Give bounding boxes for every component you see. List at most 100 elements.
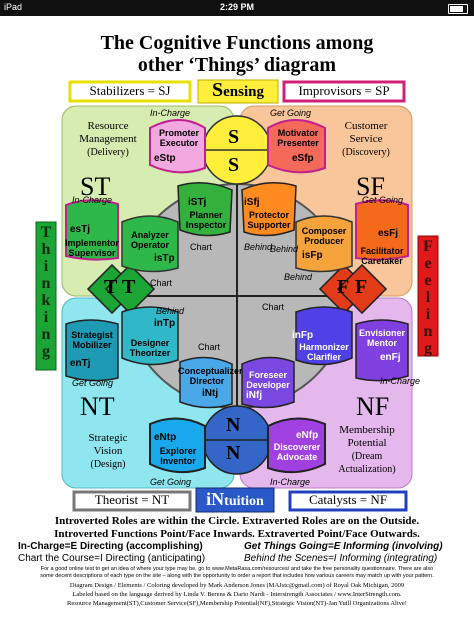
code-intj: iNtj xyxy=(202,388,219,399)
in-charge-tag-right: In-Charge xyxy=(380,376,421,386)
sensing-letter-outer: S xyxy=(228,126,240,148)
code-entp: eNtp xyxy=(154,432,177,443)
status-bar: iPad 2:29 PM xyxy=(0,0,474,16)
in-charge-tag-left: In-Charge xyxy=(72,195,113,205)
footer-fine3: Diagram Design / Elements / Coloring dev… xyxy=(69,582,405,589)
footer-line3a: In-Charge=E Directing (accomplishing) xyxy=(18,541,203,552)
footer-fine1: For a good online test to get an idea of… xyxy=(40,566,434,572)
code-esfj: esFj xyxy=(378,228,399,239)
theorist-label: Theorist = NT xyxy=(94,492,170,507)
nf-big-label: NF xyxy=(356,392,390,421)
feeling-diamond-outer xyxy=(336,263,388,315)
get-going-tag-right: Get Going xyxy=(362,195,404,205)
behind-tag-upper-right: Behind xyxy=(270,244,299,254)
intuition-letter-outer: N xyxy=(226,442,241,464)
petal-facilitator xyxy=(355,199,409,261)
stabilizers-label: Stabilizers = SJ xyxy=(89,83,171,98)
code-infj: iNfj xyxy=(246,390,263,401)
petal-implementor xyxy=(65,199,119,261)
intuition-box xyxy=(195,487,275,513)
improvisors-label: Improvisors = SP xyxy=(298,83,390,98)
footer-fine5: Resource Management(ST),Customer Service… xyxy=(67,600,407,607)
feeling-letter-outer: F xyxy=(355,276,368,298)
chart-tag-left: Chart xyxy=(150,278,173,288)
footer-line3b: Get Things Going=E Informing (involving) xyxy=(244,541,443,552)
code-istj: iSTj xyxy=(188,197,207,208)
footer-line4b: Behind the Scenes=I Informing (integrati… xyxy=(244,553,438,564)
catalysts-label: Catalysts = NF xyxy=(308,492,388,507)
code-isfp: isFp xyxy=(302,250,323,261)
feeling-letter-inner: F xyxy=(337,276,350,298)
sf-big-label: SF xyxy=(356,172,385,201)
theorist-box xyxy=(72,490,192,512)
behind-tag-left: Behind xyxy=(156,306,185,316)
nt-big-label: NT xyxy=(80,392,115,421)
clock: 2:29 PM xyxy=(219,2,254,12)
device-label: iPad xyxy=(4,2,23,12)
petal-composer xyxy=(295,215,353,273)
petal-promoter xyxy=(149,119,206,174)
code-enfj: enFj xyxy=(380,352,401,363)
footer-line1: Introverted Roles are within the Circle.… xyxy=(54,515,420,527)
catalysts-box xyxy=(288,490,408,512)
diagram-title-line1: The Cognitive Functions among xyxy=(100,32,374,54)
code-isfj: iSfj xyxy=(244,197,260,208)
petal-explorer xyxy=(149,417,206,474)
chart-tag-upper-left: Chart xyxy=(190,242,213,252)
footer-fine2: some decent descriptions of each type on… xyxy=(40,573,434,579)
code-intp: inTp xyxy=(154,318,176,329)
chart-tag-lower-left: Chart xyxy=(198,342,221,352)
petal-planner xyxy=(177,182,233,237)
petal-envisioner xyxy=(355,319,409,382)
st-big-label: ST xyxy=(80,172,111,201)
intuition-letter-inner: N xyxy=(226,414,241,436)
battery-icon xyxy=(448,4,468,14)
petal-conceptualizer xyxy=(179,356,233,409)
get-going-tag-top: Get Going xyxy=(270,108,312,118)
code-esfp: eSfp xyxy=(292,153,314,164)
thinking-letter-outer: T xyxy=(104,276,118,298)
code-istp: isTp xyxy=(154,253,175,264)
petal-discoverer xyxy=(267,417,326,474)
thinking-letter-inner: T xyxy=(122,276,136,298)
code-entj: enTj xyxy=(70,358,91,369)
code-estp: eStp xyxy=(154,153,176,164)
sensing-box xyxy=(197,79,279,104)
thinking-box xyxy=(35,221,57,371)
sensing-label: Sensing xyxy=(212,79,264,101)
intuition-label: iNtuition xyxy=(206,489,264,509)
footer-fine4: Labeled based on the language derived by… xyxy=(72,591,402,598)
in-charge-tag-bottom: In-Charge xyxy=(270,477,311,487)
improvisors-box xyxy=(282,80,406,103)
code-infp: inFp xyxy=(292,330,314,341)
footer-line2: Introverted Functions Point/Face Inwards… xyxy=(54,528,420,540)
petal-designer xyxy=(121,306,179,366)
code-estj: esTj xyxy=(70,224,91,235)
petal-strategist xyxy=(65,319,119,382)
get-going-tag-left: Get Going xyxy=(72,378,114,388)
get-going-tag-bottom: Get Going xyxy=(150,477,192,487)
chart-tag-right: Chart xyxy=(262,302,285,312)
thinking-diamond-inner xyxy=(104,263,156,315)
in-charge-tag-top: In-Charge xyxy=(150,108,191,118)
